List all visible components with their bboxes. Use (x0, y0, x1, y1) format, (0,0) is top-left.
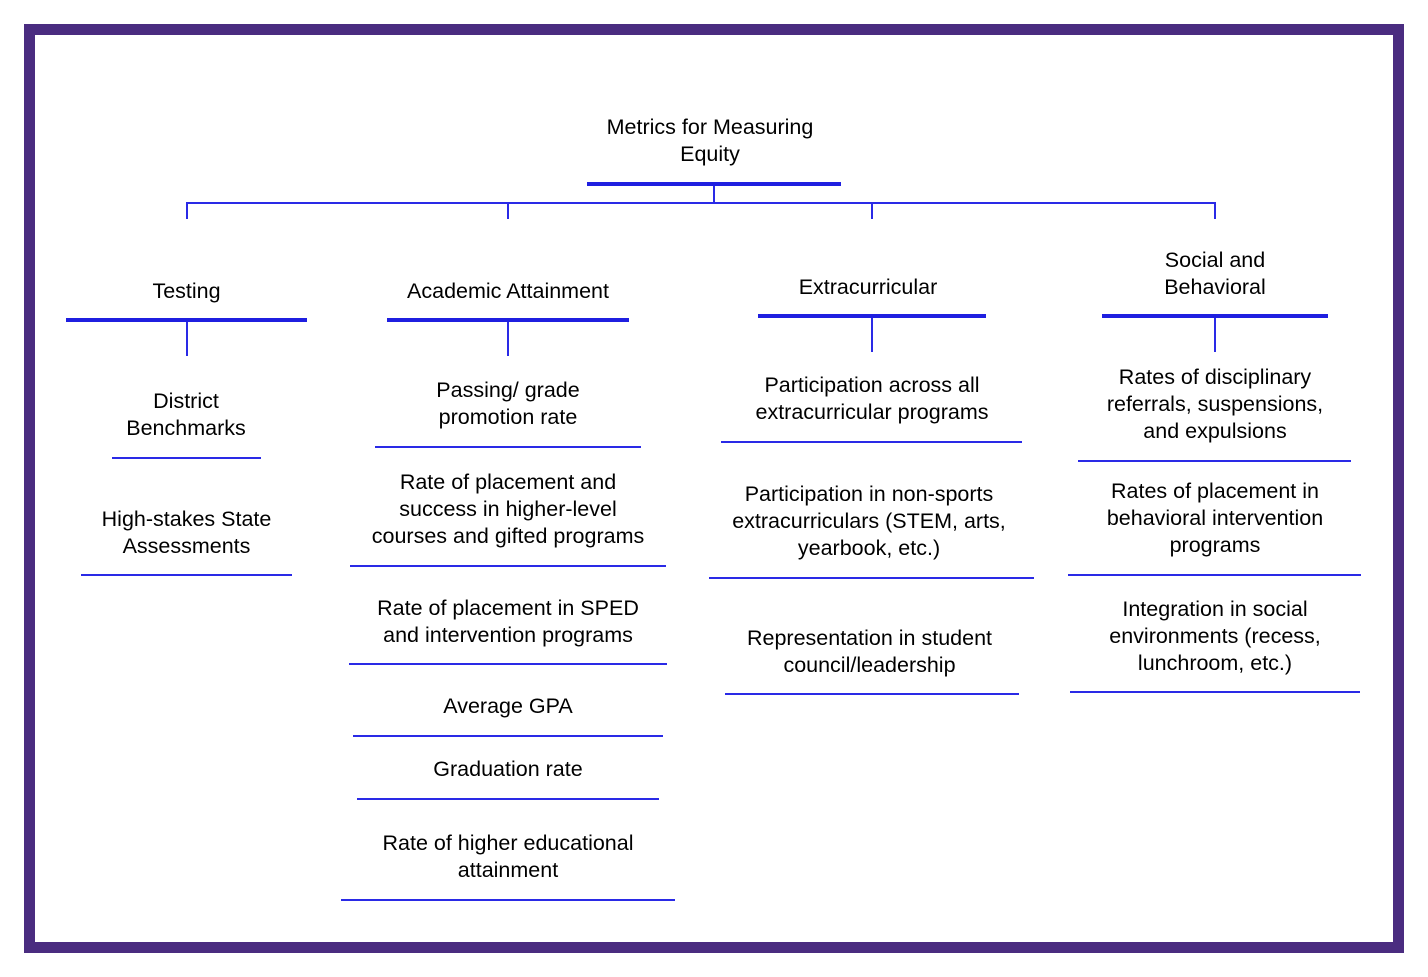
category-title-extracurricular: Extracurricular (798, 275, 938, 299)
branch-drop-academic (507, 202, 509, 219)
metric-underline (1070, 691, 1360, 693)
metric-sped-placement: Rate of placement in SPED and interventi… (377, 596, 639, 647)
metric-student-council: Representation in student council/leader… (746, 626, 993, 677)
metric-social-integration: Integration in social environments (rece… (1109, 597, 1321, 675)
metric-underline (112, 457, 261, 459)
diagram-frame (24, 24, 1404, 953)
metric-underline (349, 663, 667, 665)
category-connector-academic (507, 322, 509, 356)
category-connector-testing (186, 322, 188, 356)
category-connector-extracurricular (871, 318, 873, 352)
metric-higher-ed-attainment: Rate of higher educational attainment (382, 831, 634, 882)
branch-connector (186, 202, 1215, 204)
branch-drop-social (1214, 202, 1216, 219)
metric-underline (341, 899, 675, 901)
metric-underline (350, 565, 666, 567)
metric-average-gpa: Average GPA (443, 694, 573, 718)
metric-underline (725, 693, 1019, 695)
metric-underline (721, 441, 1022, 443)
metric-state-assessments: High-stakes State Assessments (101, 507, 272, 558)
branch-drop-extracurricular (871, 202, 873, 219)
metric-underline (1068, 574, 1361, 576)
metric-behavioral-intervention: Rates of placement in behavioral interve… (1106, 479, 1324, 557)
category-title-social: Social and Behavioral (1164, 248, 1266, 299)
metric-higher-level-placement: Rate of placement and success in higher-… (371, 470, 645, 548)
metric-disciplinary-rates: Rates of disciplinary referrals, suspens… (1106, 365, 1324, 443)
metric-underline (375, 446, 641, 448)
metric-extracurricular-participation: Participation across all extracurricular… (755, 373, 989, 424)
category-underline-social (1102, 314, 1328, 318)
category-underline-extracurricular (758, 314, 986, 318)
root-connector (713, 186, 715, 203)
metric-underline (353, 735, 663, 737)
branch-drop-testing (186, 202, 188, 219)
category-underline-testing (66, 318, 307, 322)
metric-underline (1078, 460, 1351, 462)
metric-underline (81, 574, 292, 576)
metric-district-benchmarks: District Benchmarks (126, 389, 246, 440)
metric-graduation-rate: Graduation rate (433, 757, 583, 781)
metric-passing-rate: Passing/ grade promotion rate (436, 378, 580, 429)
category-title-testing: Testing (152, 279, 221, 303)
category-connector-social (1214, 318, 1216, 352)
category-underline-academic (387, 318, 629, 322)
metric-underline (709, 577, 1034, 579)
root-underline (587, 182, 841, 186)
root-title: Metrics for Measuring Equity (606, 115, 814, 166)
metric-non-sports-participation: Participation in non-sports extracurricu… (732, 482, 1006, 560)
metric-underline (357, 798, 659, 800)
category-title-academic: Academic Attainment (407, 279, 609, 303)
